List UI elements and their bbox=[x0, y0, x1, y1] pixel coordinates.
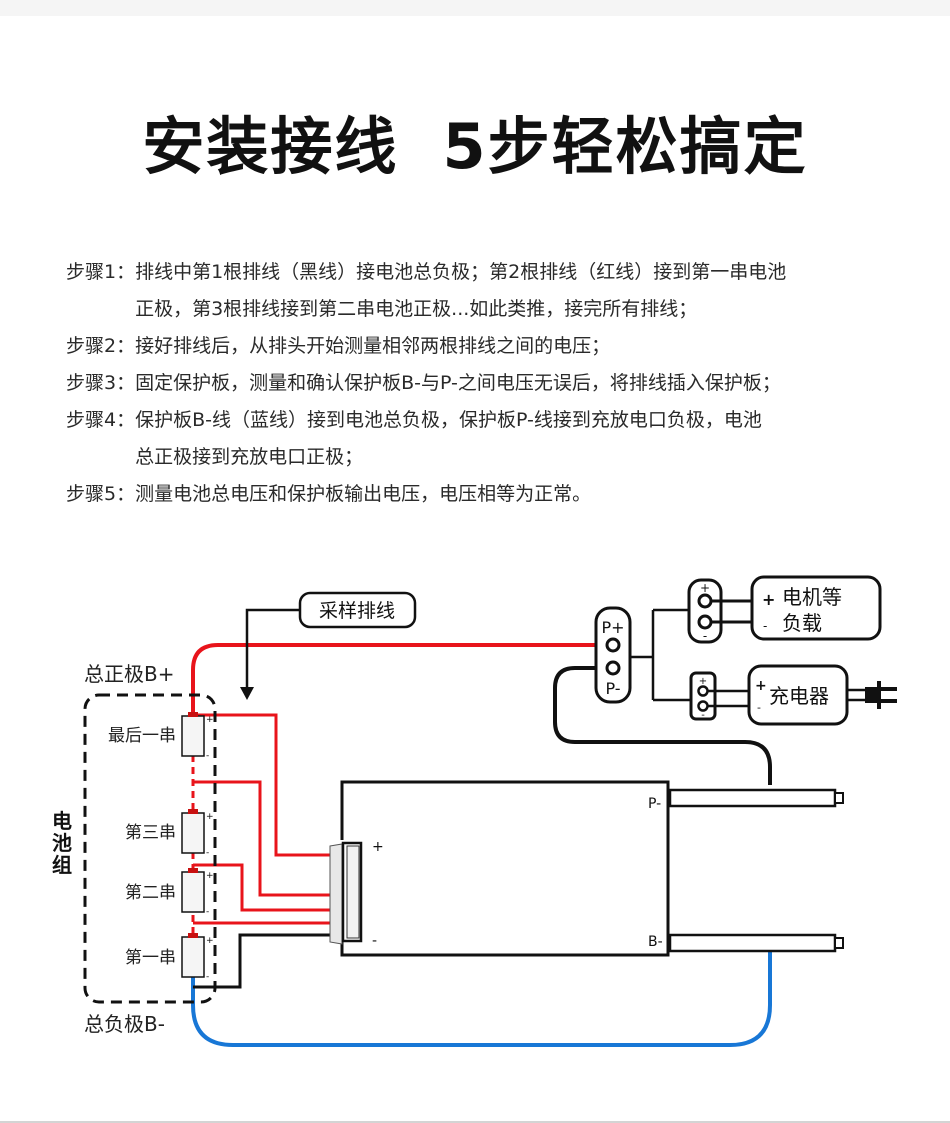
load-label-line1: 电机等 bbox=[782, 585, 842, 609]
port-p-plus-label: P+ bbox=[601, 618, 624, 637]
svg-text:-: - bbox=[757, 701, 761, 714]
cell-label-last: 最后一串 bbox=[108, 726, 176, 746]
step-3: 步骤3： 固定保护板，测量和确认保护板B-与P-之间电压无误后，将排线插入保护板… bbox=[66, 365, 906, 402]
callout-arrow-line bbox=[245, 608, 300, 690]
step-label: 步骤3： bbox=[66, 372, 136, 394]
svg-text:+: + bbox=[699, 676, 707, 687]
charger-connector: + - bbox=[689, 671, 750, 721]
charger-box: + - 充电器 bbox=[747, 664, 849, 726]
battery-pack-box bbox=[83, 693, 217, 1004]
battery-cells bbox=[181, 712, 205, 978]
step-text: 固定保护板，测量和确认保护板B-与P-之间电压无误后，将排线插入保护板； bbox=[135, 372, 781, 394]
total-positive-label: 总正极B+ bbox=[84, 662, 174, 686]
step-4: 步骤4： 保护板B-线（蓝线）接到电池总负极，保护板P-线接到充放电口负极，电池… bbox=[66, 402, 906, 476]
power-plug-icon bbox=[847, 681, 897, 709]
svg-text:+: + bbox=[700, 581, 710, 595]
step-text: 保护板B-线（蓝线）接到电池总负极，保护板P-线接到充放电口负极，电池 bbox=[135, 409, 762, 431]
cell-plus: + bbox=[206, 715, 214, 725]
board-connector-minus: - bbox=[372, 933, 377, 949]
cell-minus: - bbox=[206, 848, 209, 858]
total-negative-label: 总负极B- bbox=[84, 1012, 165, 1036]
port-p-minus-label: P- bbox=[605, 679, 620, 698]
steps-list: 步骤1： 排线中第1根排线（黑线）接电池总负极；第2根排线（红线）接到第一串电池… bbox=[66, 254, 906, 513]
title-part2: 5步轻松搞定 bbox=[442, 110, 808, 183]
board-connector-plus: + bbox=[372, 839, 384, 855]
cell-second bbox=[181, 868, 205, 913]
wiring-diagram: + - + - + - + - 最后一串 第三串 第二串 第一串 电池组 总正极… bbox=[52, 575, 897, 1047]
ribbon-plug bbox=[329, 843, 343, 945]
charger-label: 充电器 bbox=[769, 684, 829, 708]
motor-load-box: + - 电机等 负载 bbox=[750, 575, 882, 641]
step-label: 步骤2： bbox=[66, 335, 136, 357]
step-text: 排线中第1根排线（黑线）接电池总负极；第2根排线（红线）接到第一串电池 bbox=[135, 261, 787, 283]
step-5: 步骤5： 测量电池总电压和保护板输出电压，电压相等为正常。 bbox=[66, 476, 906, 513]
step-2: 步骤2： 接好排线后，从排头开始测量相邻两根排线之间的电压； bbox=[66, 328, 906, 365]
cell-minus: - bbox=[206, 751, 209, 761]
step-text: 正极，第3根排线接到第二串电池正极...如此类推，接完所有排线； bbox=[135, 298, 698, 320]
cell-plus: + bbox=[206, 812, 214, 822]
port-p-plus-terminal bbox=[605, 637, 621, 653]
sampling-wire-label: 采样排线 bbox=[319, 600, 395, 622]
sampling-wires bbox=[193, 713, 330, 925]
red-positive-wire bbox=[191, 643, 612, 715]
svg-text:-: - bbox=[701, 710, 705, 721]
board-p-minus-label: P- bbox=[648, 796, 661, 812]
cell-last bbox=[181, 712, 205, 757]
sampling-wire-callout bbox=[298, 591, 417, 629]
svg-text:-: - bbox=[703, 629, 707, 643]
arrow-down-icon bbox=[240, 687, 254, 700]
load-connector: + - bbox=[687, 578, 752, 644]
cell-minus: - bbox=[206, 907, 209, 917]
bottom-bar bbox=[0, 1121, 950, 1123]
top-bar bbox=[0, 0, 950, 16]
load-label-line2: 负载 bbox=[782, 611, 822, 635]
step-label: 步骤4： bbox=[66, 409, 136, 431]
step-text: 总正极接到充放电口正极； bbox=[135, 446, 364, 468]
cell-label-first: 第一串 bbox=[125, 948, 176, 968]
board-b-minus-label: B- bbox=[648, 934, 663, 950]
cell-label-third: 第三串 bbox=[125, 823, 176, 843]
black-p-minus-wire bbox=[553, 666, 772, 785]
step-1: 步骤1： 排线中第1根排线（黑线）接电池总负极；第2根排线（红线）接到第一串电池… bbox=[66, 254, 906, 328]
step-label: 步骤5： bbox=[66, 483, 136, 505]
step-label: 步骤1： bbox=[66, 261, 136, 283]
cell-first bbox=[181, 933, 205, 978]
svg-text:+: + bbox=[755, 678, 767, 694]
page-title: 安装接线 5步轻松搞定 bbox=[0, 96, 950, 186]
protection-board: + - P- B- bbox=[329, 780, 844, 957]
cell-label-second: 第二串 bbox=[125, 883, 176, 903]
p-minus-lead bbox=[668, 788, 837, 808]
battery-pack-label: 电池组 bbox=[52, 809, 72, 877]
svg-text:+: + bbox=[762, 590, 775, 609]
cell-plus: + bbox=[206, 871, 214, 881]
step-text: 测量电池总电压和保护板输出电压，电压相等为正常。 bbox=[135, 483, 592, 505]
cell-plus: + bbox=[206, 936, 214, 946]
svg-text:-: - bbox=[763, 619, 767, 633]
black-sampling-wire bbox=[193, 933, 330, 989]
cell-third bbox=[181, 809, 205, 854]
b-minus-lead bbox=[668, 933, 837, 953]
blue-b-minus-wire bbox=[191, 950, 772, 1047]
output-port: P+ P- bbox=[594, 606, 632, 704]
cell-minus: - bbox=[206, 972, 209, 982]
branch-wires bbox=[630, 608, 690, 702]
port-p-minus-terminal bbox=[605, 660, 621, 676]
step-text: 接好排线后，从排头开始测量相邻两根排线之间的电压； bbox=[135, 335, 611, 357]
title-part1: 安装接线 bbox=[142, 110, 399, 183]
